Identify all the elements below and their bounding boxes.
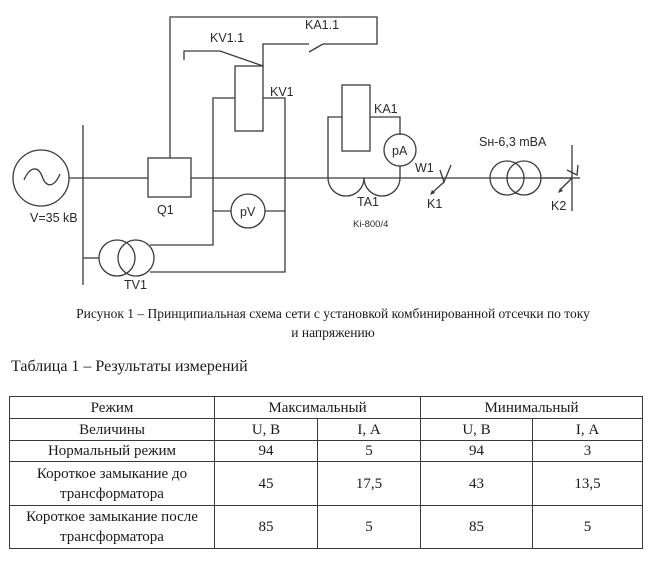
voltage-transformer-tv1-primary — [98, 239, 136, 277]
subheader-max-u: U, В — [214, 418, 318, 441]
table-subheader-row: Величины U, В I, А U, В I, А — [9, 418, 643, 441]
fault-k2-symbol — [566, 164, 579, 177]
results-table: Режим Максимальный Минимальный Величины … — [9, 396, 643, 549]
current-transformer-ta1 — [327, 177, 401, 197]
table-row: Короткое замыкание до трансформатора 45 … — [9, 461, 643, 506]
figure-caption-line1: Рисунок 1 – Принципиальная схема сети с … — [76, 306, 590, 321]
subheader-max-i: I, А — [317, 418, 421, 441]
label-k2: K2 — [551, 199, 566, 213]
fault-k1-arrow — [431, 181, 445, 194]
label-k1: K1 — [427, 197, 442, 211]
label-w1: W1 — [415, 161, 434, 175]
table-header-row: Режим Максимальный Минимальный — [9, 396, 643, 419]
power-transformer-primary — [489, 160, 525, 196]
label-transformer-rating: Sн-6,3 mBA — [479, 135, 547, 149]
label-ct-ratio: Ki-800/4 — [353, 219, 388, 230]
table-title: Таблица 1 – Результаты измерений — [11, 358, 248, 375]
cell-value: 85 — [420, 505, 533, 549]
label-ka1-1: KA1.1 — [305, 18, 339, 32]
relay-ka1-coil — [341, 84, 371, 152]
ka1-1-contact — [308, 43, 324, 53]
label-source-voltage: V=35 kB — [30, 211, 78, 225]
label-kv1: KV1 — [270, 85, 294, 99]
kv1-right-wire — [150, 97, 286, 273]
subheader-min-i: I, А — [532, 418, 643, 441]
label-pa: pA — [392, 144, 408, 158]
cell-value: 17,5 — [317, 461, 421, 506]
fault-k1-symbol — [439, 164, 452, 184]
ka1-1-wire — [262, 43, 309, 66]
row-mode: Короткое замыкание до трансформатора — [9, 461, 215, 506]
label-pv: pV — [240, 205, 256, 219]
row-mode: Короткое замыкание после трансформатора — [9, 505, 215, 549]
subheader-min-u: U, В — [420, 418, 533, 441]
cell-value: 3 — [532, 440, 643, 462]
kv1-left-wire — [150, 97, 235, 246]
circuit-schematic: KV1.1 KA1.1 KV1 KA1 pA pV Q1 V=35 kB TV1… — [12, 16, 580, 290]
header-max: Максимальный — [214, 396, 421, 419]
subheader-quantities: Величины — [9, 418, 215, 441]
header-min: Минимальный — [420, 396, 643, 419]
cell-value: 94 — [420, 440, 533, 462]
cell-value: 5 — [317, 440, 421, 462]
cell-value: 94 — [214, 440, 318, 462]
label-tv1: TV1 — [124, 278, 147, 290]
generator-symbol — [12, 149, 70, 207]
figure-caption-line2: и напряжению — [291, 325, 375, 340]
label-kv1-1: KV1.1 — [210, 31, 244, 45]
row-mode: Нормальный режим — [9, 440, 215, 462]
fault-k1-arrowhead — [430, 190, 435, 195]
ka1-right-wire — [370, 116, 401, 135]
ta1-left-wire — [327, 116, 342, 178]
table-row: Нормальный режим 94 5 94 3 — [9, 440, 643, 462]
breaker-q1 — [147, 157, 192, 198]
label-ka1: KA1 — [374, 102, 398, 116]
fault-k2-arrow — [559, 177, 573, 191]
cell-value: 43 — [420, 461, 533, 506]
label-q1: Q1 — [157, 203, 174, 217]
relay-kv1-coil — [234, 65, 264, 132]
cell-value: 13,5 — [532, 461, 643, 506]
fault-k2-arrowhead — [558, 188, 563, 193]
kv1-1-contact — [183, 50, 264, 67]
cell-value: 5 — [532, 505, 643, 549]
table-row: Короткое замыкание после трансформатора … — [9, 505, 643, 549]
trip-circuit-wire — [169, 16, 378, 158]
cell-value: 5 — [317, 505, 421, 549]
cell-value: 85 — [214, 505, 318, 549]
label-ta1: TA1 — [357, 195, 379, 209]
voltage-transformer-tv1-secondary — [117, 239, 155, 277]
header-mode: Режим — [9, 396, 215, 419]
cell-value: 45 — [214, 461, 318, 506]
